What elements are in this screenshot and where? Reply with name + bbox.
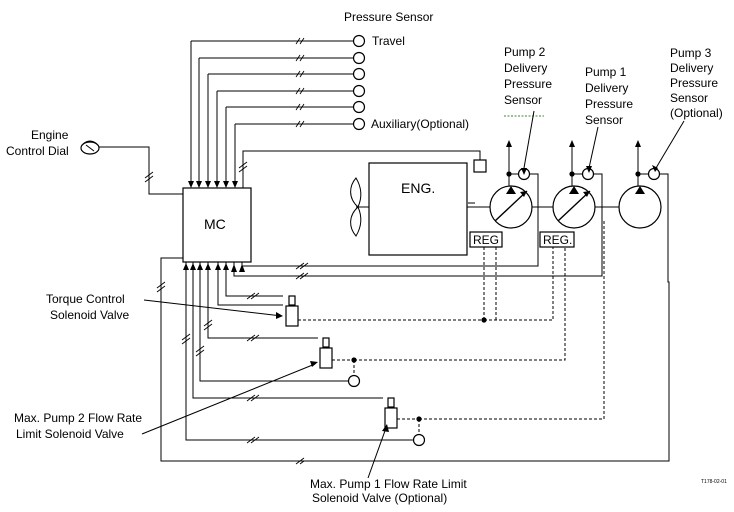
- pressure-sensor-lines: Pressure Sensor: [188, 10, 469, 188]
- pump1-limit-label-1: Max. Pump 1 Flow Rate Limit: [310, 477, 467, 491]
- pump3-sensor-label-4: Sensor: [670, 91, 708, 105]
- pump2-sensor-label-1: Pump 2: [504, 45, 546, 59]
- fan-icon: [350, 177, 362, 237]
- torque-valve-label-1: Torque Control: [46, 292, 125, 306]
- pump3-sensor-label-2: Delivery: [670, 61, 713, 75]
- engine-speed-sensor: [473, 159, 487, 173]
- pump1-sensor-label-4: Sensor: [585, 113, 623, 127]
- auxiliary-label: Auxiliary(Optional): [371, 117, 469, 131]
- pump3-sensor-label-5: (Optional): [670, 106, 723, 120]
- engine-control-dial-icon: [80, 140, 100, 155]
- pump3-sensor-label-1: Pump 3: [670, 46, 712, 60]
- sensor-port-icon: [352, 34, 366, 48]
- pump-sensor-wires: [156, 196, 670, 465]
- pump3-pressure-sensor-icon: [647, 167, 661, 181]
- pump2-limit-label-2: Limit Solenoid Valve: [16, 427, 124, 441]
- callouts: Pump 2 Delivery Pressure Sensor Pump 1 D…: [14, 45, 727, 505]
- reg-left-label: REG: [473, 233, 499, 247]
- pump-3-icon: [618, 185, 662, 229]
- sensor-port-icon: [352, 67, 366, 81]
- mc-label: MC: [204, 216, 226, 232]
- eng-label: ENG.: [401, 180, 435, 196]
- pump1-sensor-label-3: Pressure: [585, 97, 633, 111]
- pressure-sensor-title: Pressure Sensor: [344, 10, 433, 24]
- reg-right-label: REG.: [543, 233, 572, 247]
- torque-control-solenoid-valve-icon: [285, 295, 299, 327]
- sensor-port-icon: [352, 117, 366, 131]
- pump-1-icon: [552, 185, 596, 229]
- pump-2-icon: [489, 185, 533, 229]
- pump1-limit-port-icon: [412, 433, 426, 447]
- pump2-sensor-label-2: Delivery: [504, 61, 547, 75]
- sensor-port-icon: [352, 51, 366, 65]
- pump2-limit-port-icon: [347, 374, 361, 388]
- engine-dial-label-2: Control Dial: [6, 144, 69, 158]
- pump1-sensor-label-2: Delivery: [585, 81, 628, 95]
- mc-controller: MC: [182, 187, 252, 263]
- torque-valve-label-2: Solenoid Valve: [50, 308, 129, 322]
- pump2-limit-solenoid-valve-icon: [319, 337, 333, 369]
- solenoid-wires: [181, 262, 414, 444]
- pump2-sensor-label-4: Sensor: [504, 93, 542, 107]
- pump2-sensor-label-3: Pressure: [504, 77, 552, 91]
- pump-delivery-lines: [506, 140, 669, 196]
- figure-id: T178-02-01: [701, 479, 727, 485]
- engine-control-dial: Engine Control Dial: [6, 128, 183, 195]
- sensor-port-icon: [352, 84, 366, 98]
- engine-dial-label-1: Engine: [31, 128, 69, 142]
- pump1-limit-label-2: Solenoid Valve (Optional): [312, 491, 447, 505]
- pump3-sensor-label-3: Pressure: [670, 76, 718, 90]
- travel-label: Travel: [372, 34, 405, 48]
- pump1-limit-solenoid-valve-icon: [384, 397, 398, 429]
- pump1-sensor-label-1: Pump 1: [585, 65, 627, 79]
- regulator-left: REG: [469, 231, 503, 248]
- sensor-port-icon: [352, 100, 366, 114]
- engine: ENG.: [362, 162, 490, 256]
- pump2-limit-label-1: Max. Pump 2 Flow Rate: [14, 411, 142, 425]
- regulator-right: REG.: [539, 231, 575, 248]
